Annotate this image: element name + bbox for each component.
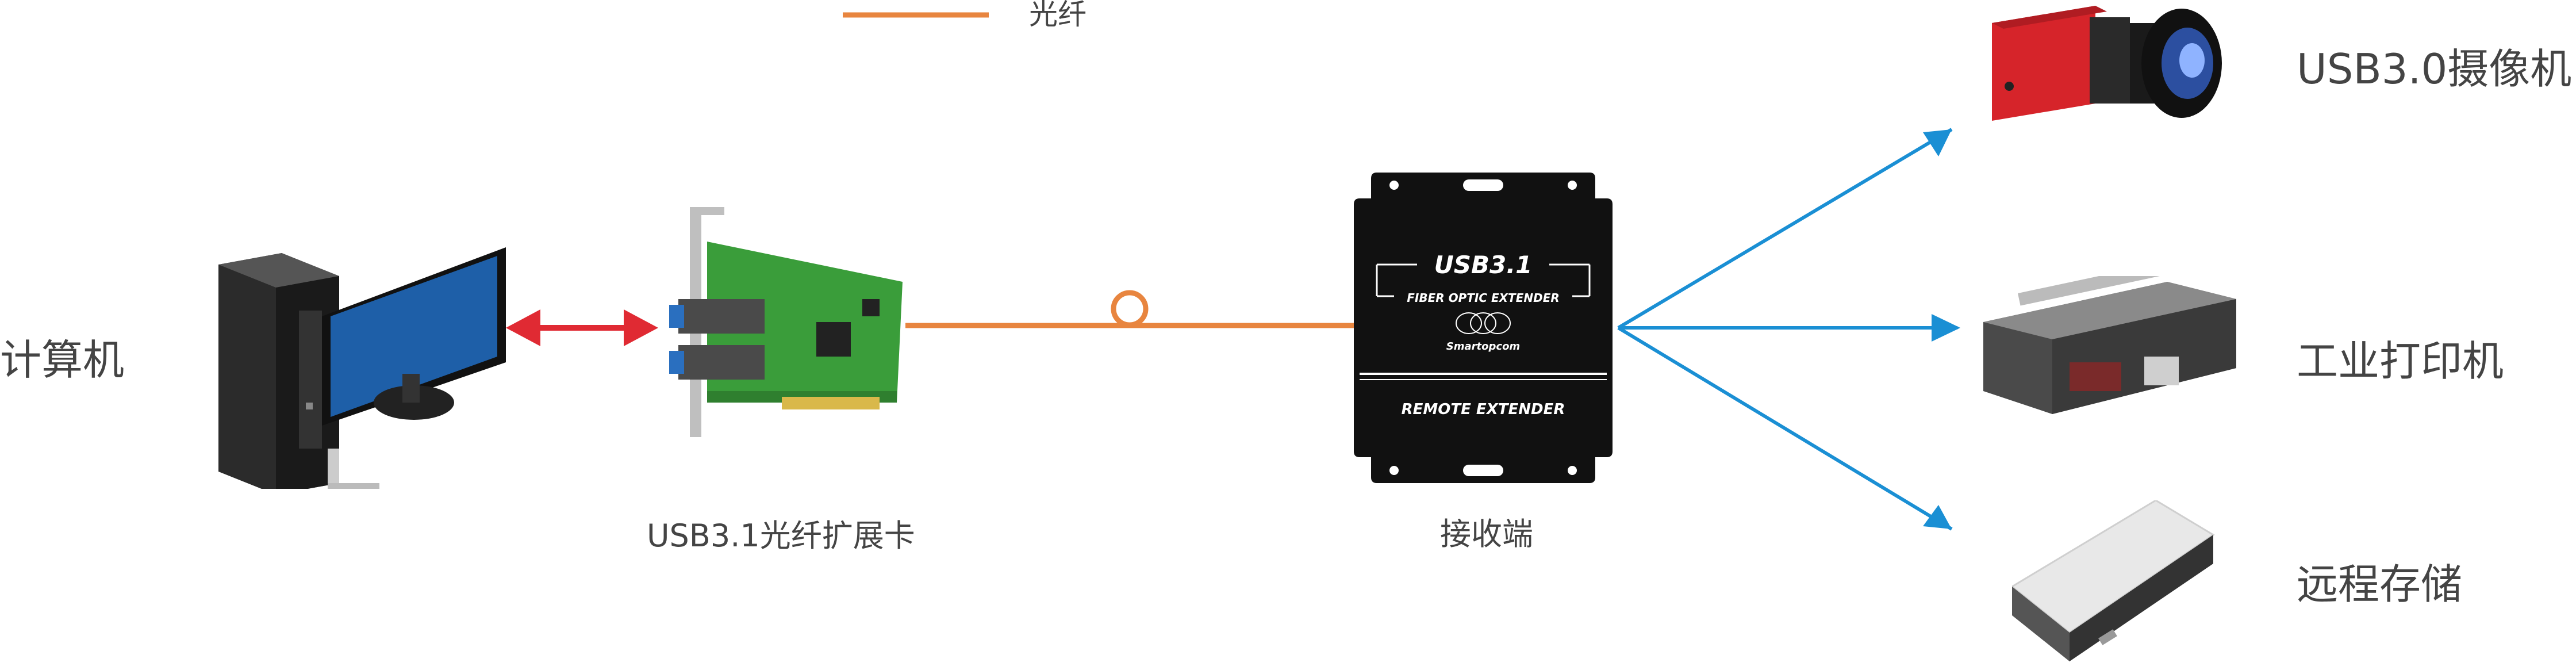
camera-icon — [1992, 6, 2222, 121]
arrowhead-camera — [1923, 129, 1952, 156]
legend — [839, 0, 1127, 35]
receiver-box: USB3.1 FIBER OPTIC EXTENDER Smartopcom R… — [1354, 173, 1613, 483]
arrowhead-storage — [1923, 505, 1952, 529]
arrowhead-printer — [1932, 314, 1960, 342]
computer-label: 计算机 — [0, 336, 125, 384]
storage-label: 远程存储 — [2297, 560, 2463, 608]
storage-illustration — [2010, 499, 2219, 668]
legend-label: 光纤 — [1029, 0, 1087, 31]
legend-fiber-line — [843, 12, 989, 18]
hard-drive-icon — [2010, 499, 2215, 661]
computer-illustration — [207, 230, 517, 495]
receiver-panel-brand: Smartopcom — [1446, 340, 1520, 353]
printer-illustration — [1983, 254, 2236, 420]
computer-icon — [218, 247, 506, 495]
camera-label: USB3.0摄像机 — [2297, 45, 2572, 93]
camera-illustration — [1986, 6, 2239, 127]
receiver-panel-footer: REMOTE EXTENDER — [1402, 401, 1565, 418]
receiver-panel-subtitle: FIBER OPTIC EXTENDER — [1407, 291, 1560, 305]
link-to-storage — [1617, 326, 1953, 531]
pc-card-arrow — [506, 309, 658, 346]
fiber-link — [905, 290, 1354, 328]
card-label: USB3.1光纤扩展卡 — [647, 518, 915, 554]
printer-label: 工业打印机 — [2297, 337, 2504, 385]
printer-icon — [1983, 254, 2236, 414]
fiber-card-icon — [669, 207, 903, 437]
receiver-illustration: USB3.1 FIBER OPTIC EXTENDER Smartopcom R… — [1354, 173, 1613, 483]
link-to-camera — [1617, 128, 1953, 330]
receiver-panel-title: USB3.1 — [1434, 251, 1533, 279]
card-illustration — [667, 207, 908, 449]
receiver-label: 接收端 — [1440, 516, 1533, 552]
usb-links — [1617, 128, 1957, 531]
